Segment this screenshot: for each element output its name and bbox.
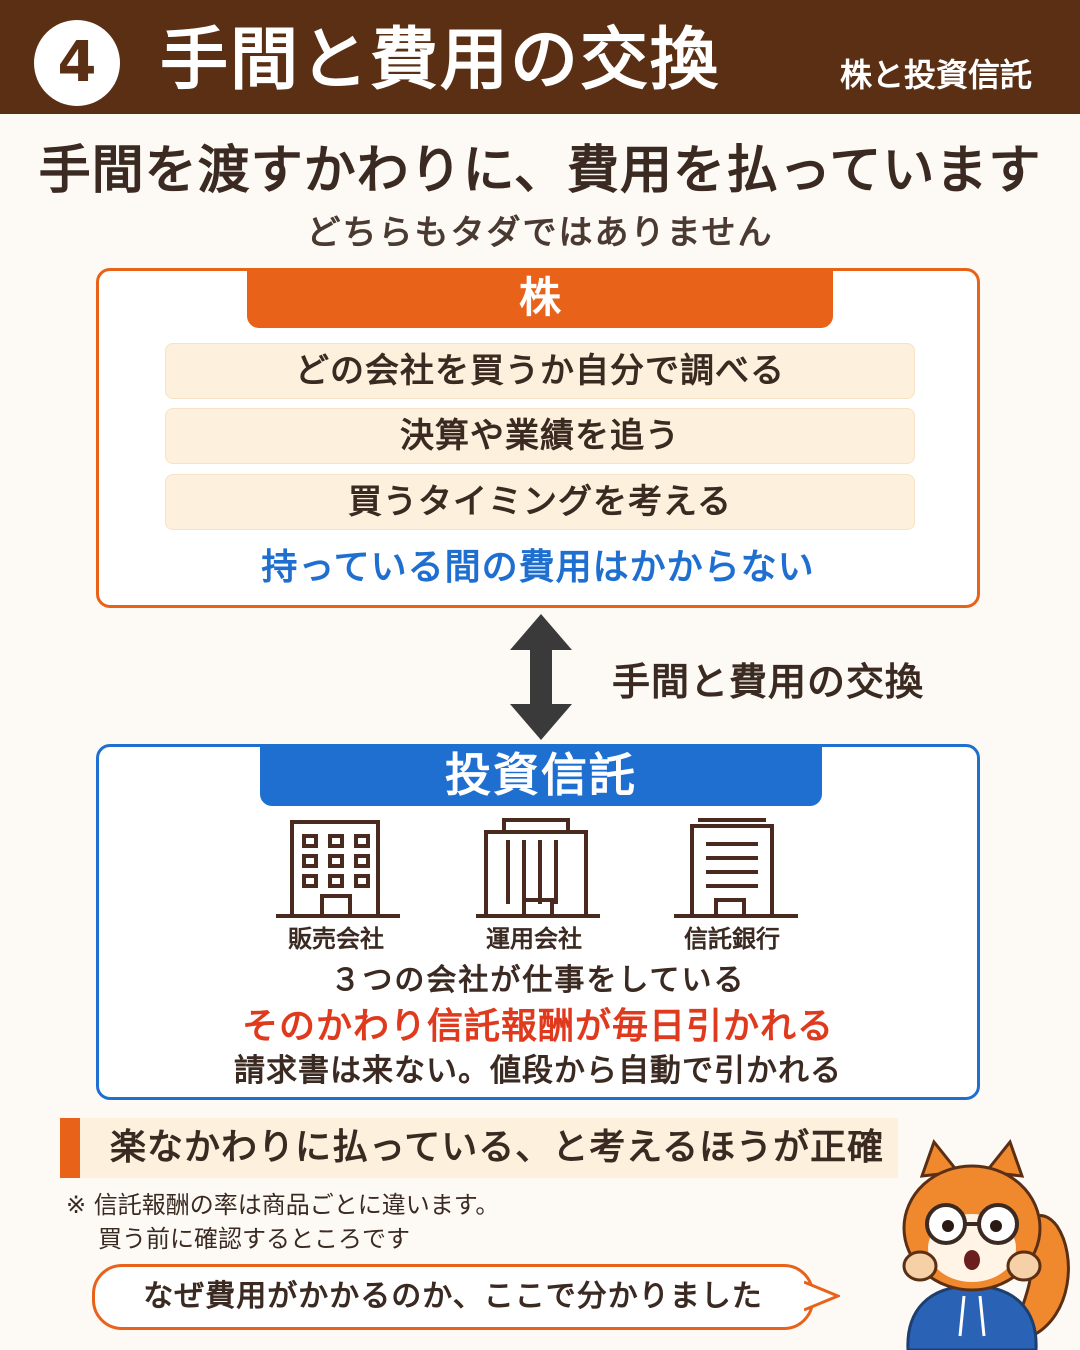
speech-bubble-text: なぜ費用がかかるのか、ここで分かりました bbox=[143, 1279, 763, 1314]
stock-task: 決算や業績を追う bbox=[165, 408, 915, 464]
conclusion-text: 楽なかわりに払っている、と考えるほうが正確 bbox=[110, 1127, 885, 1168]
speech-bubble bbox=[92, 1264, 814, 1330]
conclusion-banner bbox=[60, 1118, 898, 1178]
page-title: 手間と費用の交換 bbox=[160, 21, 721, 100]
company-label-trust-bank: 信託銀行 bbox=[684, 925, 780, 953]
squirrel-mascot-icon bbox=[902, 1138, 1070, 1350]
fund-description: ３つの会社が仕事をしている bbox=[330, 963, 746, 998]
series-tag: 株と投資信託 bbox=[839, 56, 1032, 94]
speech-bubble-tail bbox=[804, 1280, 840, 1312]
header-bar: 4 手間と費用の交換 株と投資信託 bbox=[0, 0, 1080, 114]
stock-task: 買うタイミングを考える bbox=[165, 474, 915, 530]
fund-fee-note: 請求書は来ない。値段から自動で引かれる bbox=[234, 1053, 842, 1089]
stock-title: 株 bbox=[247, 268, 833, 328]
conclusion-accent bbox=[60, 1118, 80, 1178]
fund-title: 投資信託 bbox=[260, 744, 822, 806]
office-building-icon bbox=[276, 820, 400, 918]
subheadline: どちらもタダではありません bbox=[306, 213, 774, 253]
step-number: 4 bbox=[34, 20, 120, 106]
company-label-management: 運用会社 bbox=[486, 925, 582, 953]
footnote: ※ 信託報酬の率は商品ごとに違います。 bbox=[66, 1191, 500, 1219]
headline: 手間を渡すかわりに、費用を払っています bbox=[38, 141, 1042, 201]
stock-note: 持っている間の費用はかからない bbox=[261, 547, 815, 588]
company-label-sales: 販売会社 bbox=[288, 925, 384, 953]
stock-task: どの会社を買うか自分で調べる bbox=[165, 343, 915, 399]
fund-fee-warning: そのかわり信託報酬が毎日引かれる bbox=[241, 1006, 834, 1047]
bank-building-icon bbox=[674, 818, 798, 918]
tower-building-icon bbox=[476, 818, 600, 918]
double-arrow-icon bbox=[510, 614, 572, 740]
footnote: 買う前に確認するところです bbox=[98, 1225, 410, 1253]
exchange-label: 手間と費用の交換 bbox=[612, 660, 925, 704]
